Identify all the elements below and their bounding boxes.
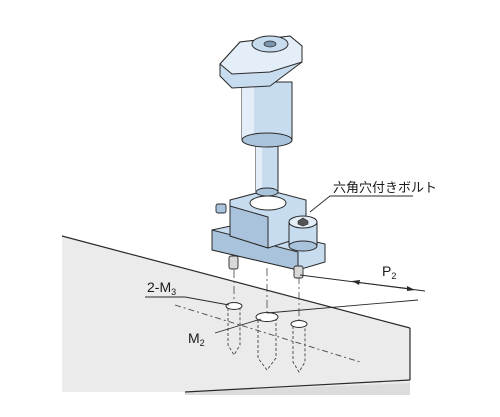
table-back-edge [61,235,411,329]
hex-bolt-label: 六角穴付きボルト [333,180,437,195]
assembly-centerlines [233,268,300,321]
mounting-holes [225,302,308,373]
locating-pin-left [228,255,239,270]
plunger-shaft [255,139,279,197]
screw-leader [145,296,230,306]
locating-pin-right [293,265,304,279]
leader-lines [145,195,413,334]
tapped-hole-right [290,320,308,373]
pitch-label: P2 [382,263,396,281]
pitch-dimension-line [354,281,413,290]
hex-bolt-leader [309,195,413,213]
bolt-size-label: M2 [188,330,205,348]
side-set-screw [215,203,227,214]
center-hole [255,312,279,371]
mounting-table [61,235,411,395]
clamp-lever [219,35,303,89]
table-top-surface [62,236,410,392]
table-front-face [185,383,410,395]
bolt-size-leader [214,318,262,334]
clamp-body [241,81,293,148]
screw-spec-label: 2-M3 [147,279,176,297]
base-holder [211,189,326,279]
hex-socket-bolt [288,215,318,252]
pitch-dimension [266,274,426,314]
hole-centerline [174,304,361,363]
holder-bore [249,195,287,211]
table-front-edge [184,379,411,393]
